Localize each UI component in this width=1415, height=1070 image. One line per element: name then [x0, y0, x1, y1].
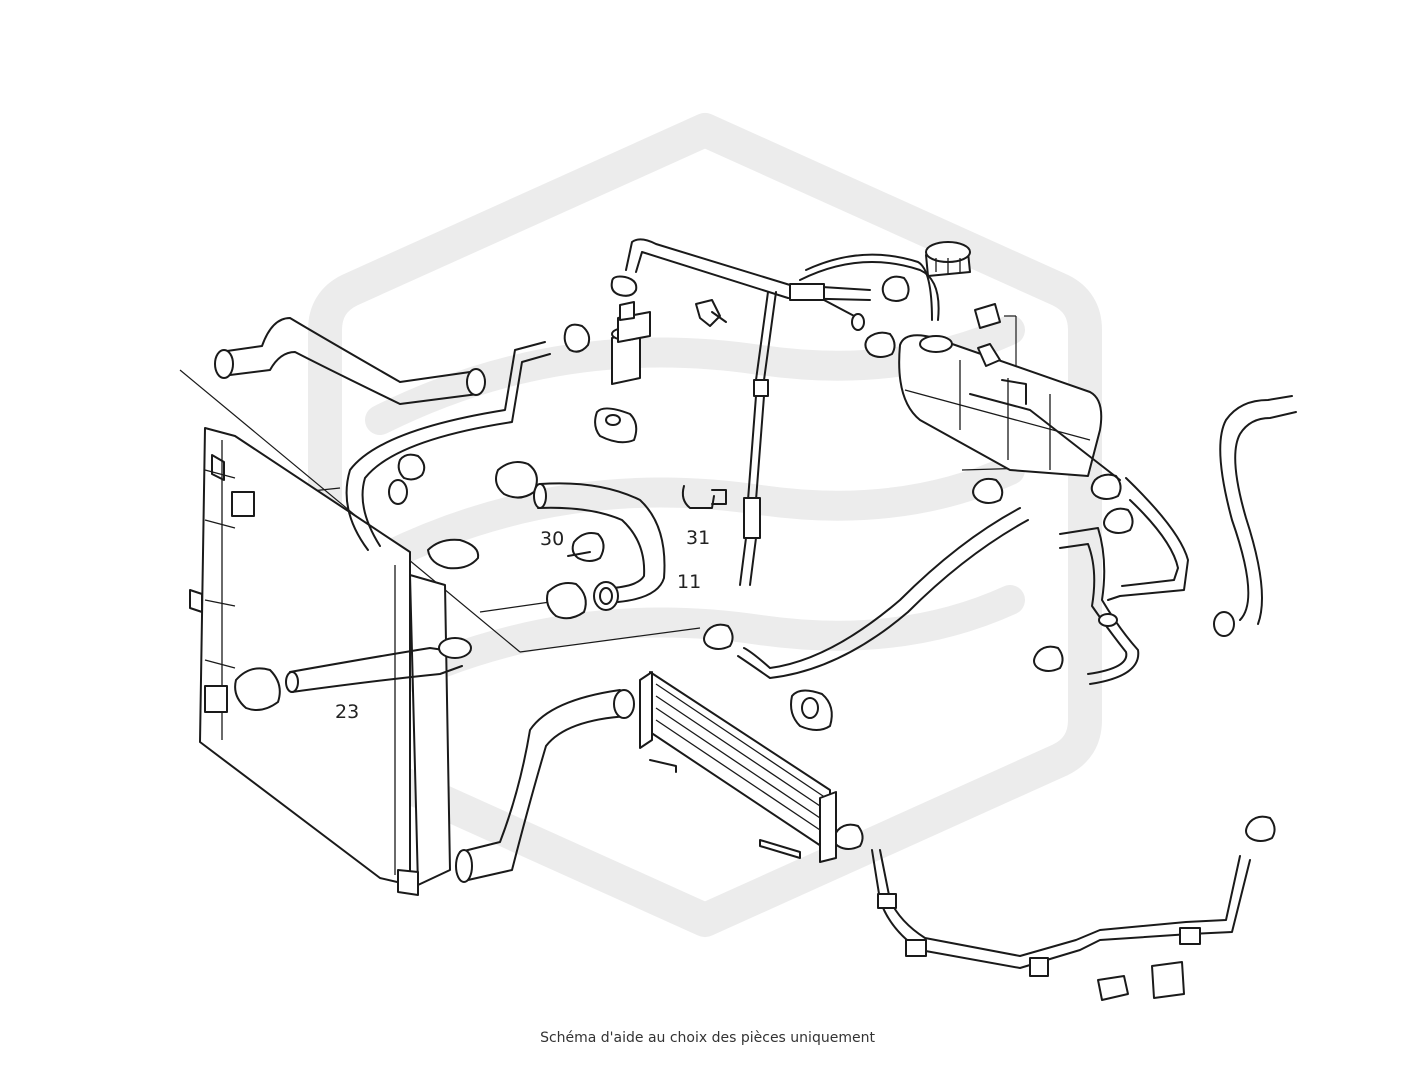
vent-hose-top	[625, 238, 940, 331]
y-connector-hose	[1059, 477, 1189, 685]
callout-11: 11	[677, 571, 701, 593]
callout-30: 30	[540, 528, 564, 550]
oil-cooler	[639, 671, 837, 863]
bracket-30	[567, 532, 605, 562]
auxiliary-water-pump	[611, 301, 651, 385]
callout-23: 23	[335, 701, 359, 723]
reservoir-cap	[925, 241, 971, 277]
vertical-pipe	[739, 291, 777, 586]
lower-hose-middle	[737, 507, 1029, 679]
oil-cooler-lines	[871, 849, 1251, 1001]
expansion-tank	[898, 303, 1121, 481]
return-hose-right	[1213, 395, 1297, 637]
hose-23	[285, 637, 472, 693]
rubber-mount	[594, 407, 638, 444]
holder-clip-top	[695, 299, 727, 327]
grommet	[790, 689, 833, 731]
diagram-caption: Schéma d'aide au choix des pièces unique…	[540, 1030, 875, 1046]
radiator	[189, 427, 451, 896]
callout-31: 31	[686, 527, 710, 549]
lower-radiator-hose	[455, 689, 635, 883]
bypass-hose	[345, 341, 551, 551]
hose-clamps	[234, 275, 1276, 850]
bracket-31	[681, 485, 727, 509]
upper-radiator-hose	[214, 317, 486, 405]
callout-labels: 30 31 11 23	[335, 527, 710, 723]
hose-11	[533, 482, 666, 611]
